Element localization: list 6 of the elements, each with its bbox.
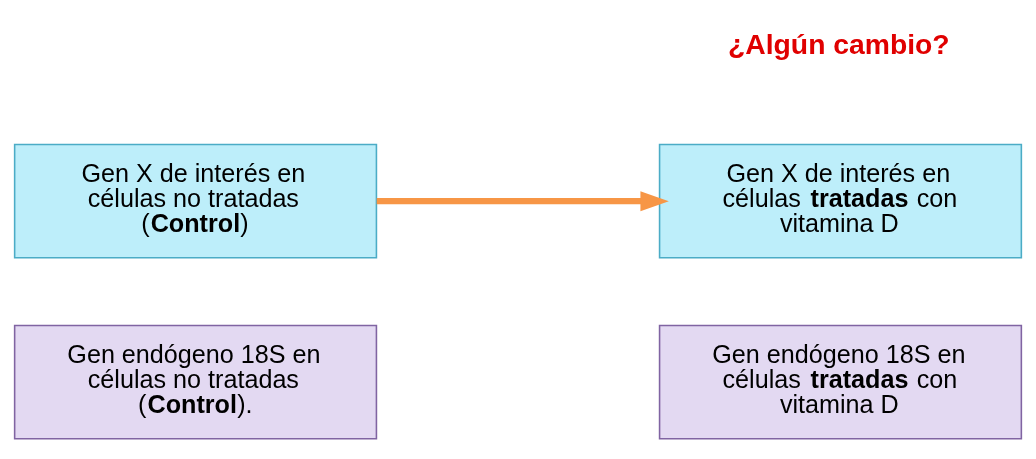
arrow	[376, 191, 669, 212]
node-box: Gen X de interés en células tratadas con vitamina D	[658, 143, 1023, 259]
node-box: Gen endógeno 18S en células no tratadas (Control).	[13, 324, 378, 440]
node-box: Gen X de interés en células no tratadas (Control)	[13, 143, 378, 259]
label: ¿Algún cambio?	[727, 27, 950, 60]
node-box: Gen endógeno 18S en células tratadas con vitamina D	[658, 324, 1023, 440]
